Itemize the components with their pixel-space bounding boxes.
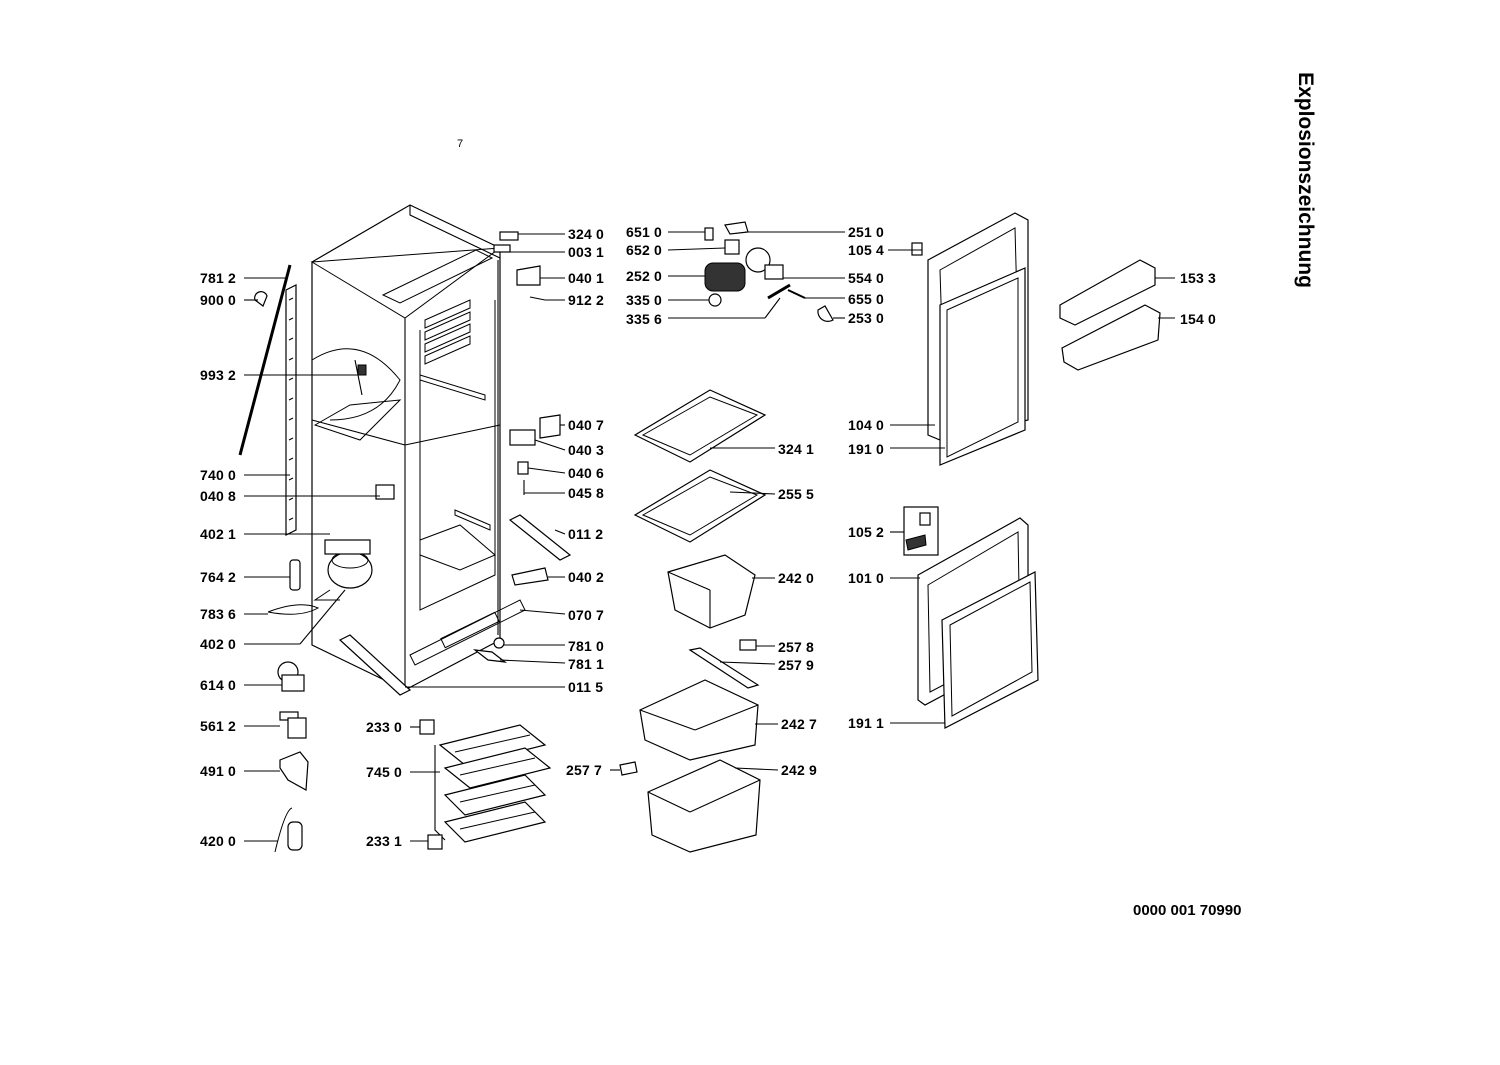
- part-label: 191 1: [848, 715, 885, 731]
- door-bins: [1059, 259, 1161, 371]
- part-label: 764 2: [200, 569, 237, 585]
- thermostat-parts: [704, 221, 923, 322]
- part-label: 105 4: [848, 242, 885, 258]
- part-label: 040 8: [200, 488, 237, 504]
- part-label: 783 6: [200, 606, 237, 622]
- part-label: 233 0: [366, 719, 403, 735]
- page-title: Explosionszeichnung: [1294, 72, 1317, 288]
- part-label: 652 0: [626, 242, 663, 258]
- part-label: 242 7: [781, 716, 818, 732]
- part-label: 324 1: [778, 441, 815, 457]
- shelves-drawers: [619, 389, 767, 853]
- fridge-cabinet: [310, 204, 526, 691]
- part-label: 252 0: [626, 268, 663, 284]
- part-label: 912 2: [568, 292, 605, 308]
- part-label: 242 9: [781, 762, 818, 778]
- part-label: 040 7: [568, 417, 605, 433]
- part-label: 104 0: [848, 417, 885, 433]
- freezer-racks: [419, 719, 552, 850]
- part-label: 153 3: [1180, 270, 1217, 286]
- condenser-coil: [238, 264, 297, 536]
- compressor: [267, 539, 373, 615]
- part-label: 335 6: [626, 311, 663, 327]
- part-label: 242 0: [778, 570, 815, 586]
- part-label: 040 1: [568, 270, 605, 286]
- part-label: 402 0: [200, 636, 237, 652]
- small-parts-left: [254, 291, 309, 853]
- part-label: 040 6: [568, 465, 605, 481]
- part-label: 040 2: [568, 569, 605, 585]
- drawing-number: 0000 001 70990: [1133, 902, 1242, 919]
- part-label: 011 2: [568, 526, 604, 542]
- part-label: 335 0: [626, 292, 663, 308]
- part-label: 101 0: [848, 570, 885, 586]
- part-label: 257 7: [566, 762, 603, 778]
- part-label: 614 0: [200, 677, 237, 693]
- part-label: 781 0: [568, 638, 605, 654]
- part-label: 253 0: [848, 310, 885, 326]
- part-label: 011 5: [568, 679, 604, 695]
- part-label: 233 1: [366, 833, 403, 849]
- part-label: 554 0: [848, 270, 885, 286]
- doors: [903, 212, 1039, 729]
- part-label: 070 7: [568, 607, 605, 623]
- part-label: 105 2: [848, 524, 885, 540]
- part-label: 420 0: [200, 833, 237, 849]
- leader-lines: [244, 231, 1175, 842]
- part-label: 993 2: [200, 367, 237, 383]
- part-label: 003 1: [568, 244, 605, 260]
- part-label: 257 8: [778, 639, 815, 655]
- page-number: 7: [457, 138, 464, 150]
- part-label: 655 0: [848, 291, 885, 307]
- small-parts-center: [338, 231, 572, 696]
- part-label: 257 9: [778, 657, 815, 673]
- part-label: 255 5: [778, 486, 815, 502]
- part-label: 491 0: [200, 763, 237, 779]
- part-label: 251 0: [848, 224, 885, 240]
- part-label: 402 1: [200, 526, 237, 542]
- part-label: 040 3: [568, 442, 605, 458]
- part-label: 324 0: [568, 226, 605, 242]
- part-label: 740 0: [200, 467, 237, 483]
- part-label: 154 0: [1180, 311, 1217, 327]
- part-label: 900 0: [200, 292, 237, 308]
- part-label: 781 2: [200, 270, 237, 286]
- part-label: 745 0: [366, 764, 403, 780]
- part-label: 191 0: [848, 441, 885, 457]
- part-label: 651 0: [626, 224, 663, 240]
- part-label: 781 1: [568, 656, 605, 672]
- part-label: 045 8: [568, 485, 605, 501]
- part-label: 561 2: [200, 718, 237, 734]
